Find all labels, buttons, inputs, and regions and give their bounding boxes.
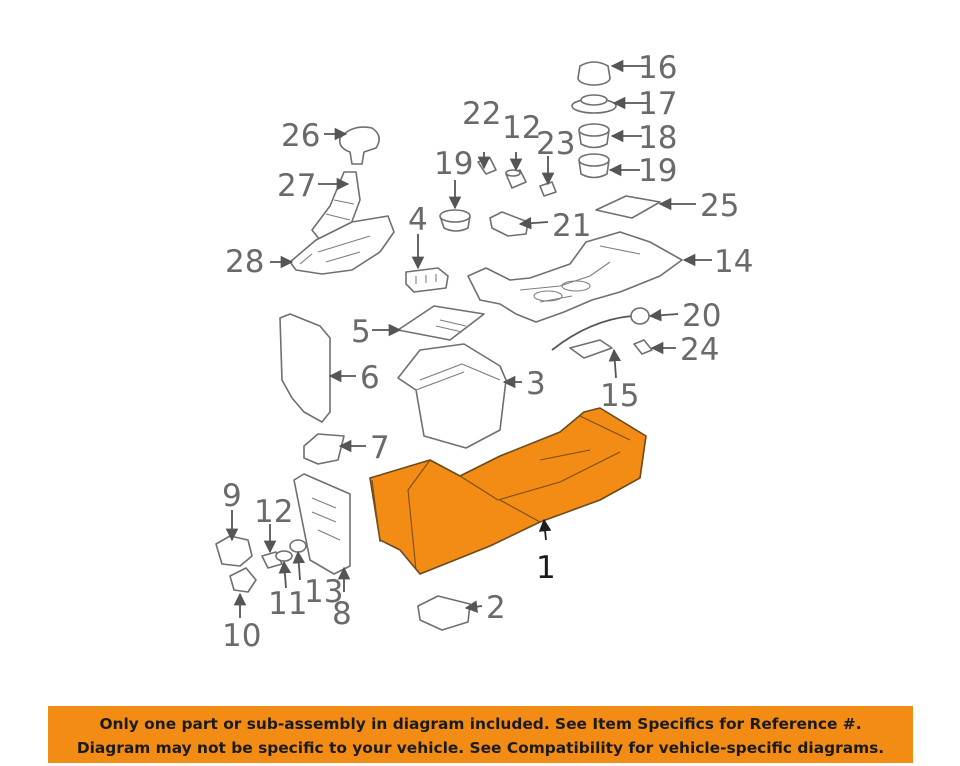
callout-18: 18 [638, 120, 677, 156]
notice-line-1: Only one part or sub-assembly in diagram… [99, 715, 862, 733]
leader-20 [648, 308, 679, 322]
callout-19-top: 19 [638, 153, 677, 189]
callout-22: 22 [462, 96, 501, 132]
part-7-bracket [303, 433, 345, 465]
leader-2 [464, 600, 483, 613]
part-25-lid-pad [595, 195, 661, 219]
callout-2: 2 [486, 590, 506, 626]
part-4-switch [405, 267, 449, 293]
leader-15 [608, 348, 622, 379]
callout-9: 9 [222, 478, 242, 514]
callout-26: 26 [281, 118, 320, 154]
part-28-shifter-base [289, 215, 395, 275]
part-3-storage-bin [397, 343, 507, 449]
part-8-trim-panel [293, 473, 351, 575]
callout-13: 13 [304, 574, 343, 610]
callout-23: 23 [536, 126, 575, 162]
callout-12-lower: 12 [254, 494, 293, 530]
callout-8: 8 [332, 596, 352, 632]
callout-16: 16 [638, 50, 677, 86]
part-17-cap [571, 94, 617, 114]
part-6-side-panel [279, 313, 331, 423]
part-2-bracket [417, 595, 471, 631]
callout-12-upper: 12 [502, 110, 541, 146]
callout-10: 10 [222, 618, 261, 654]
part-21-bracket [489, 211, 529, 237]
leader-21 [518, 216, 549, 230]
callout-25: 25 [700, 188, 739, 224]
leader-11 [278, 560, 292, 589]
callout-3: 3 [526, 366, 546, 402]
part-1-console-highlighted [369, 407, 647, 575]
callout-17: 17 [638, 86, 677, 122]
part-9-switch [215, 535, 253, 567]
part-26-shift-knob [338, 126, 380, 165]
part-23-plug [539, 181, 557, 197]
part-19-cup-insert [439, 209, 471, 232]
notice-banner: Only one part or sub-assembly in diagram… [48, 706, 913, 763]
part-22-socket [477, 157, 497, 175]
part-11-socket [275, 550, 293, 562]
part-5-mat [397, 305, 485, 341]
part-24-plug [633, 339, 653, 355]
callout-19-insert: 19 [434, 146, 473, 182]
callout-4: 4 [408, 202, 428, 238]
callout-14: 14 [714, 244, 753, 280]
callout-7: 7 [370, 430, 390, 466]
callout-28: 28 [225, 244, 264, 280]
leader-1 [538, 518, 552, 541]
part-14-upper-console [467, 231, 683, 323]
callout-20: 20 [682, 298, 721, 334]
part-12-bulb-upper [505, 169, 527, 189]
callout-27: 27 [277, 168, 316, 204]
callout-6: 6 [360, 360, 380, 396]
part-13-socket [289, 539, 307, 553]
callout-21: 21 [552, 208, 591, 244]
part-16-plug [577, 61, 611, 86]
callout-1: 1 [536, 550, 556, 586]
part-19-cap-top [578, 153, 610, 179]
notice-line-2: Diagram may not be specific to your vehi… [76, 739, 885, 757]
callout-5: 5 [351, 314, 371, 350]
part-20-cable [551, 307, 650, 351]
leader-13 [292, 550, 306, 581]
callout-24: 24 [680, 332, 719, 368]
callout-11: 11 [268, 586, 307, 622]
part-15-bezel [569, 339, 613, 359]
part-10-knob [229, 567, 257, 593]
callout-15: 15 [600, 378, 639, 414]
part-18-cap [578, 123, 610, 149]
